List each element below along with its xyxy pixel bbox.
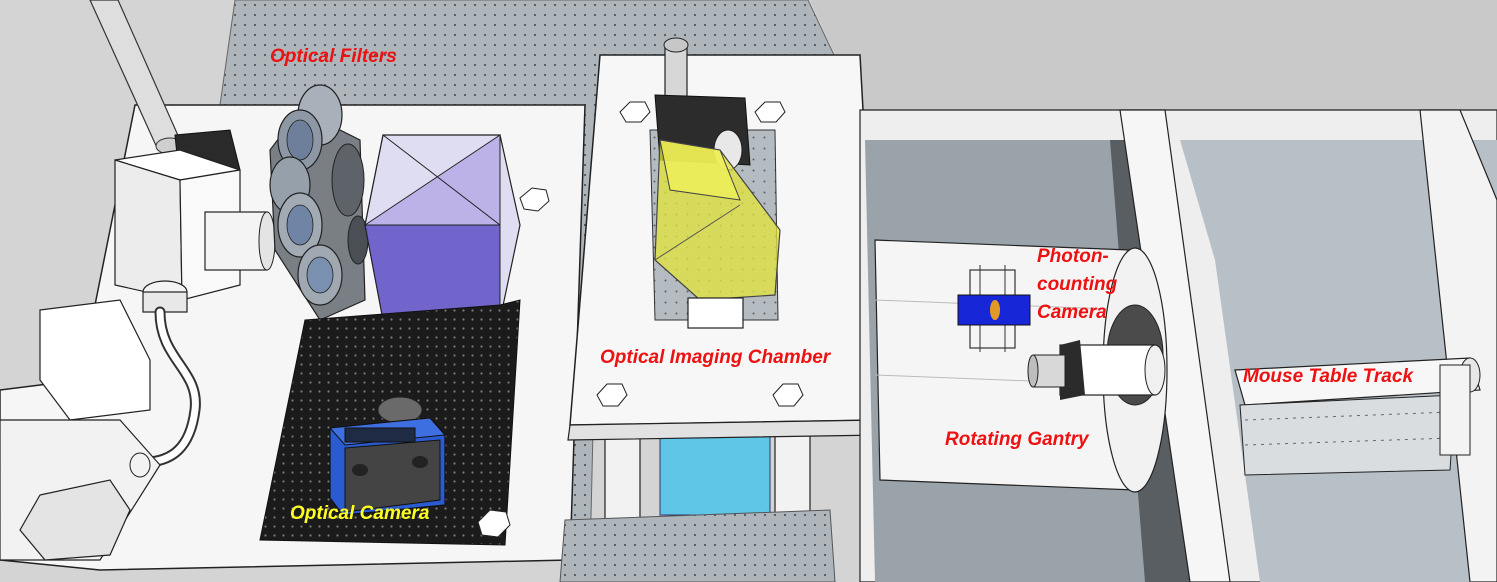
lower-breadboard (560, 510, 835, 582)
rotating-gantry-label: Rotating Gantry (945, 429, 1090, 450)
optical-imaging-chamber-label: Optical Imaging Chamber (600, 347, 832, 368)
cable-connector-body (143, 292, 187, 312)
lamp-cylinder (205, 212, 267, 270)
chamber-tube-top (664, 38, 688, 52)
light-source-box-front (115, 160, 182, 300)
chamber-step (688, 298, 743, 328)
photon-counting-camera-label-line3: Camera (1037, 302, 1107, 323)
photon-counting-camera-label-line2: counting (1037, 274, 1118, 295)
transparent-light-window (660, 435, 770, 515)
cable-port (130, 453, 150, 477)
lamp-cylinder-face (259, 212, 275, 270)
background-wall-right (810, 0, 1497, 110)
photon-counting-camera-label-line1: Photon- (1037, 246, 1109, 267)
optical-filters-label: Optical Filters (270, 46, 397, 67)
dichroic-prism-cube (365, 135, 520, 320)
mouse-table-track-label: Mouse Table Track (1243, 366, 1414, 387)
optical-camera-label: Optical Camera (290, 503, 430, 524)
